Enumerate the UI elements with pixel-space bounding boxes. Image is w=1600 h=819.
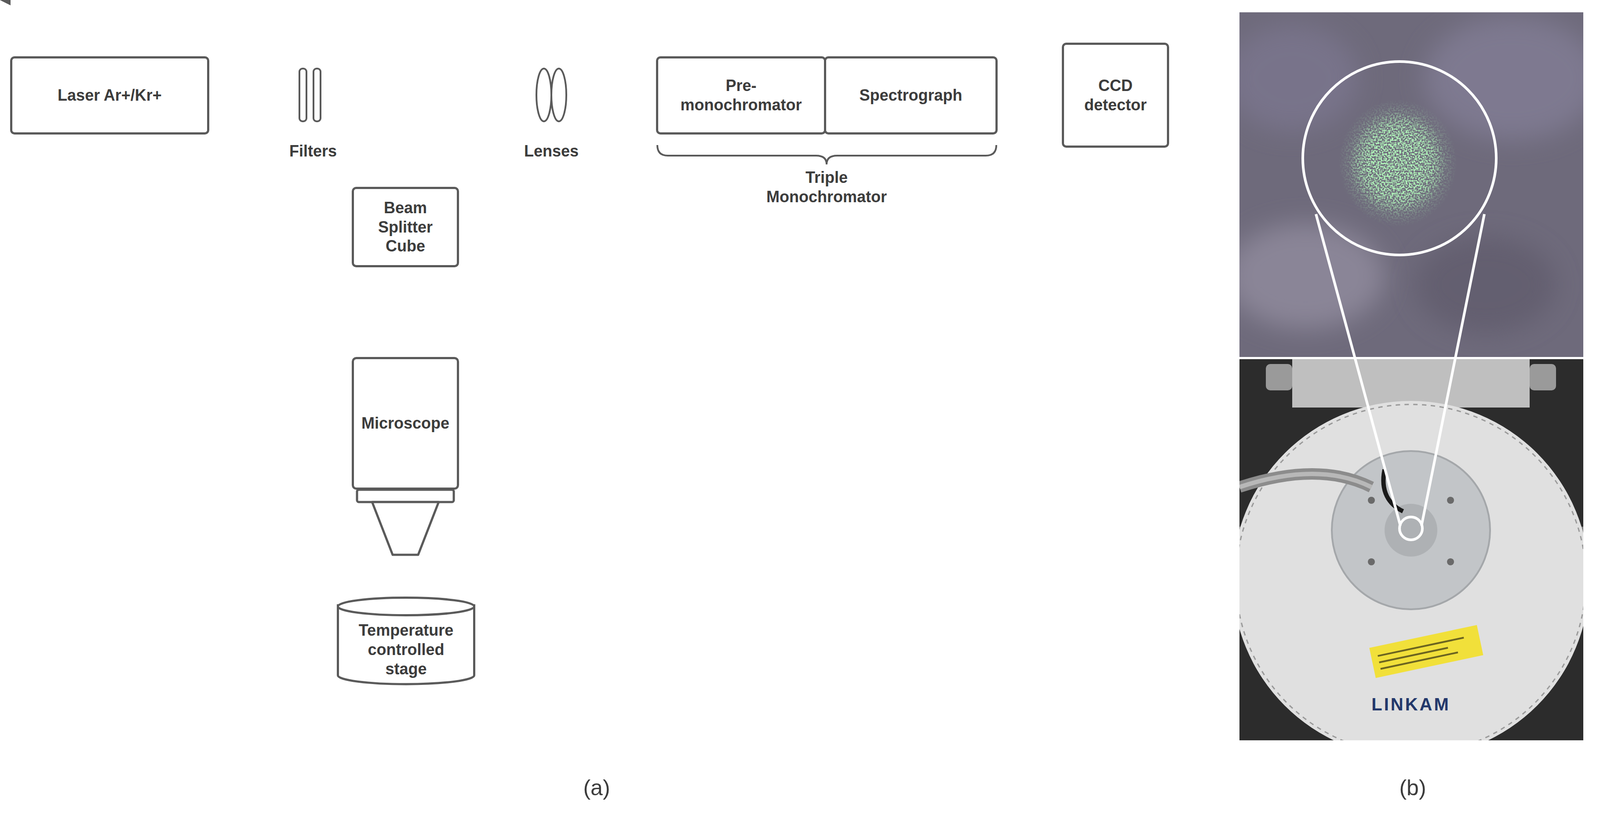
premonochromator-box: Pre-monochromator — [656, 56, 827, 135]
cylinder-top — [338, 597, 475, 616]
group-label: Triple Monochromator — [754, 167, 900, 207]
panel-letter: (b) — [1368, 774, 1457, 802]
group-bracket — [657, 145, 997, 165]
component-label: Lenses — [485, 141, 618, 161]
detector-box: CCD detector — [1061, 42, 1170, 148]
cylinder-side — [338, 605, 475, 685]
zoom-leader — [1315, 214, 1401, 526]
node-text: Laser Ar+/Kr+ — [57, 85, 162, 106]
filter-plate — [299, 68, 307, 122]
stage-photo — [1239, 359, 1584, 741]
node-text: Temperature controlled stage — [349, 620, 464, 679]
lens — [551, 68, 567, 122]
laser-box: Laser Ar+/Kr+ — [10, 56, 210, 135]
panel-letter: (a) — [552, 774, 641, 802]
spectrograph-box: Spectrograph — [823, 56, 998, 135]
beamsplitter-box: Beam Splitter Cube — [351, 186, 460, 268]
microscope-box: Microscope — [351, 357, 460, 557]
brand-logo: LINKAM — [1358, 693, 1464, 716]
node-text: Microscope — [361, 413, 450, 434]
component-label: Filters — [247, 141, 380, 161]
micrograph — [1239, 12, 1584, 358]
photo-group — [1226, 12, 1600, 759]
stage-cylinder: Temperature controlled stage — [336, 596, 476, 686]
microscope-plate — [357, 489, 454, 503]
node-text: CCD detector — [1071, 76, 1160, 115]
lens — [536, 68, 552, 122]
zoom-circle — [1302, 61, 1497, 256]
node-text: Spectrograph — [859, 85, 963, 106]
node-text: Pre-monochromator — [675, 76, 808, 115]
objective-lens — [371, 502, 439, 555]
microscope-body — [352, 358, 458, 489]
filter-plate — [313, 68, 321, 122]
node-text: Beam Splitter Cube — [368, 198, 443, 257]
zoom-leader — [1421, 214, 1485, 526]
microscope-outline — [351, 357, 460, 557]
